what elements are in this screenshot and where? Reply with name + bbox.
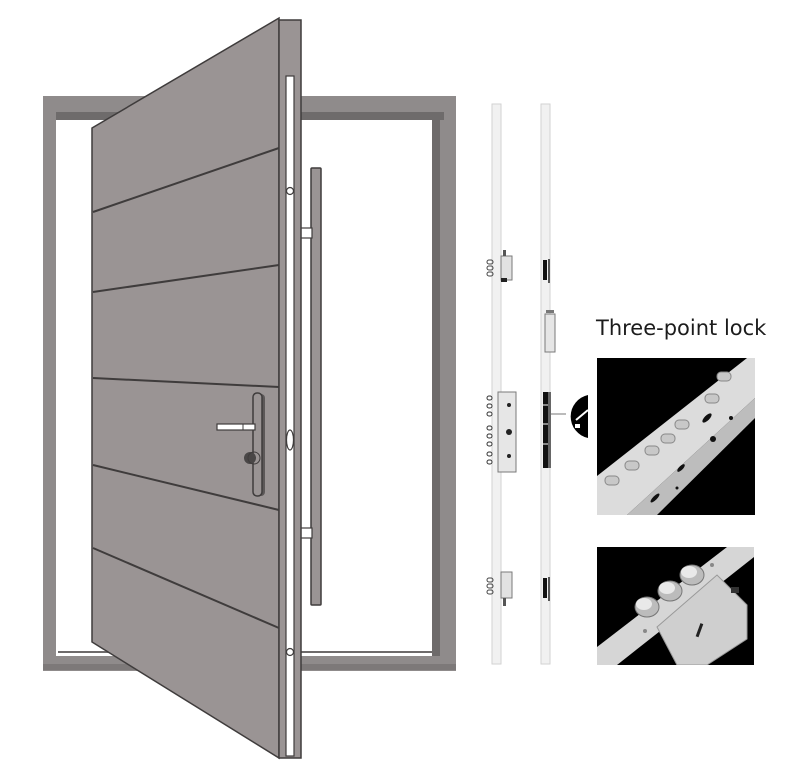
lever-handle [216, 392, 265, 497]
three-bolt-image [597, 547, 754, 665]
lock-caption: Three-point lock [596, 316, 767, 340]
door-leaf [91, 16, 302, 760]
pull-handle [298, 167, 322, 606]
three-bolt-photo [597, 547, 754, 665]
multi-bolt-photo [597, 358, 755, 515]
multi-bolt-image [597, 358, 755, 515]
lock-strip-keeper [540, 103, 589, 665]
lock-strip-front [486, 103, 517, 665]
